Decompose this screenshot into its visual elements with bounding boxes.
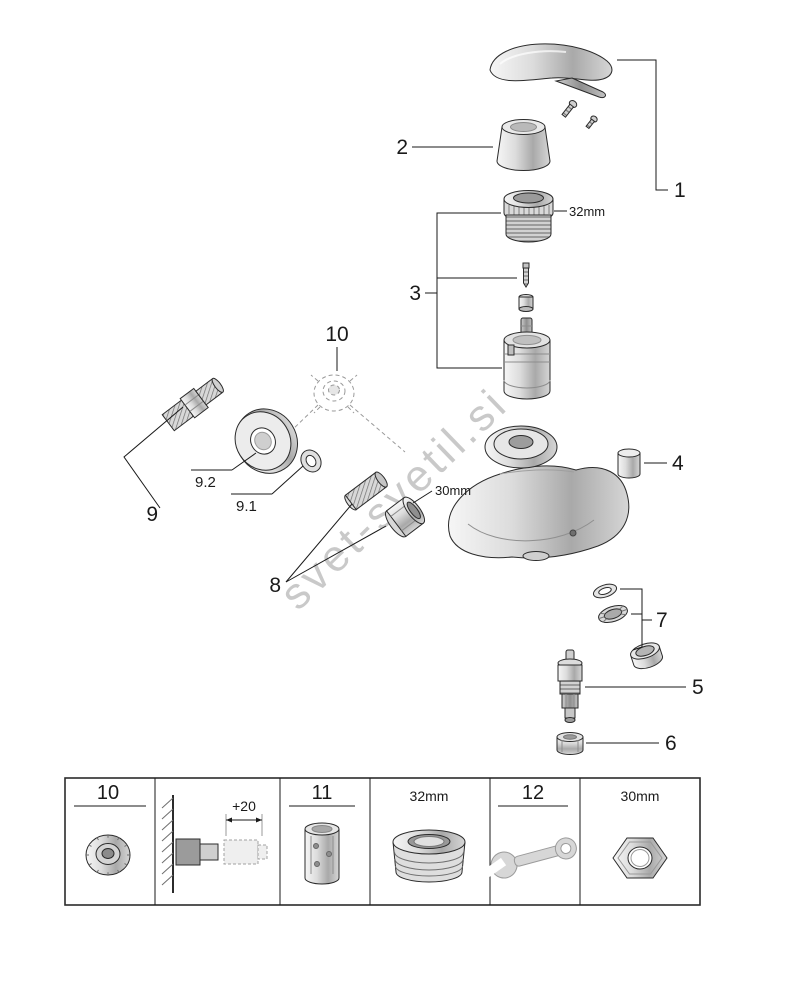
- callout-8: 8: [269, 503, 387, 597]
- faucet-body: [448, 425, 630, 561]
- callout-1-label: 1: [674, 179, 686, 202]
- callout-5-label: 5: [692, 676, 704, 699]
- cartridge-screw: [522, 262, 530, 288]
- legend-cell-12: 12: [482, 782, 577, 879]
- legend-10-label: 10: [97, 782, 119, 804]
- cap-nut: [556, 732, 584, 755]
- wall-installation-icon: [161, 795, 268, 893]
- legend-11-label: 11: [312, 782, 333, 804]
- legend-12-label: 12: [522, 782, 544, 804]
- callout-9-group: 9 9.2 9.1: [123, 406, 304, 526]
- extension-sleeve-icon: [304, 822, 340, 885]
- callout-10: 10: [289, 323, 406, 453]
- callout-6: 6: [586, 732, 677, 755]
- dim-30mm-label: 30mm: [435, 483, 471, 498]
- legend-cell-wall: +20: [161, 795, 268, 893]
- legend-cell-11: 11: [289, 782, 355, 885]
- legend-cell-30mm: 30mm: [612, 788, 668, 879]
- hex-nut-icon: [612, 837, 668, 879]
- handle-screw-2: [585, 115, 598, 130]
- callout-9-2-label: 9.2: [195, 474, 216, 491]
- aerator-housing: [630, 642, 663, 670]
- cartridge: [503, 317, 551, 400]
- plug-cap: [617, 448, 641, 479]
- union-nut-30mm: [384, 496, 426, 538]
- legend-30mm-label: 30mm: [621, 788, 660, 804]
- callout-2: 2: [396, 136, 493, 159]
- wrench-icon: [482, 837, 577, 879]
- flow-straightener: [598, 604, 628, 624]
- callout-6-label: 6: [665, 732, 677, 755]
- callout-7-label: 7: [656, 609, 668, 632]
- callout-4: 4: [644, 452, 684, 475]
- diverter-cartridge: [557, 649, 583, 723]
- handle-screw: [561, 99, 578, 118]
- callout-4-label: 4: [672, 452, 684, 475]
- dome-cap: [496, 119, 551, 171]
- callout-2-label: 2: [396, 136, 408, 159]
- dim-32mm-label: 32mm: [569, 204, 605, 219]
- callout-7: 7: [620, 588, 668, 651]
- escutcheon: [234, 408, 298, 474]
- legend-plus20-label: +20: [232, 798, 256, 814]
- callout-5: 5: [585, 676, 704, 699]
- retaining-ring-32mm: [503, 190, 554, 243]
- threaded-nipple: [344, 471, 388, 511]
- legend-cell-10: 10: [74, 782, 146, 876]
- check-valve-piece: [518, 294, 534, 312]
- callout-1: 1: [617, 59, 686, 202]
- lever-handle: [489, 43, 613, 98]
- callout-3-label: 3: [409, 282, 421, 305]
- callout-10-label: 10: [325, 323, 348, 346]
- dim-30mm: 30mm: [412, 483, 471, 504]
- s-union-connector: [161, 377, 224, 432]
- callout-9-label: 9: [146, 503, 158, 526]
- threaded-adapter-icon: [392, 829, 466, 883]
- legend-cell-32mm: 32mm: [392, 788, 466, 883]
- washer: [300, 449, 322, 473]
- callout-8-label: 8: [269, 574, 281, 597]
- coupling-icon: [85, 834, 131, 876]
- legend-table: 10: [64, 777, 701, 906]
- o-ring: [592, 583, 618, 599]
- callout-9-1-label: 9.1: [236, 498, 257, 515]
- legend-32mm-label: 32mm: [410, 788, 449, 804]
- dim-32mm: 32mm: [554, 204, 605, 219]
- coupling-part-10: [310, 374, 358, 414]
- callout-3: 3: [409, 212, 517, 369]
